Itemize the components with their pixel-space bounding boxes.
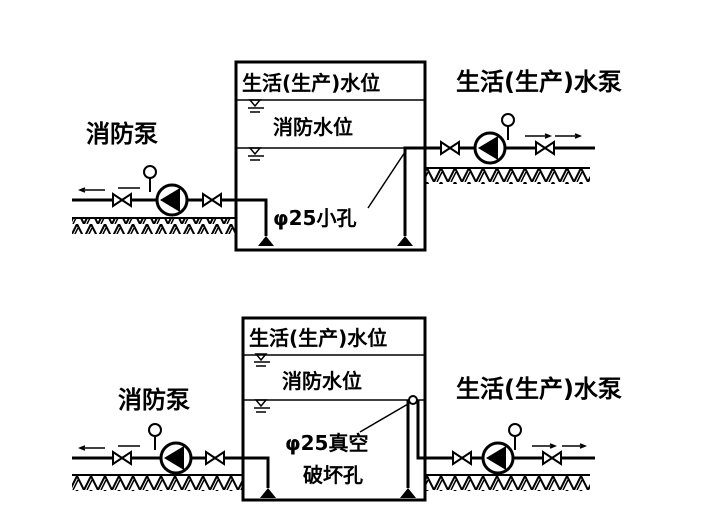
fire-pump-label: 消防泵 [118, 386, 190, 414]
flow-arrow-icon [532, 443, 588, 449]
fire-level-label: 消防水位 [273, 115, 353, 139]
bottom-diagram: 生活(生产)水位 消防水位 消防泵 生活(生产)水泵 φ25真空 破坏孔 [72, 316, 622, 502]
hole-label: φ25小孔 [273, 206, 356, 230]
fire-pump-icon [159, 441, 193, 475]
domestic-pump-icon [473, 131, 507, 165]
fire-pump-label: 消防泵 [86, 120, 158, 148]
fire-pump-icon [155, 183, 189, 217]
domestic-level-label: 生活(生产)水位 [249, 326, 387, 350]
vacuum-break-hole-icon [408, 395, 418, 405]
fire-suction-pipe [72, 198, 268, 236]
domestic-suction-pipe [403, 146, 595, 236]
domestic-level-label: 生活(生产)水位 [242, 71, 380, 95]
flow-arrow-icon [525, 133, 583, 139]
domestic-pump-label: 生活(生产)水泵 [456, 68, 622, 96]
water-tank [234, 60, 427, 252]
ground [72, 218, 236, 234]
flow-arrow-icon [77, 445, 140, 451]
domestic-pump-label: 生活(生产)水泵 [456, 375, 622, 403]
domestic-pump-icon [481, 441, 515, 475]
hole-label-line1: φ25真空 [285, 431, 368, 455]
fire-suction-pipe [72, 456, 270, 488]
hole-label-line2: 破坏孔 [303, 463, 363, 487]
fire-level-label: 消防水位 [282, 369, 362, 393]
flow-arrow-icon [77, 187, 140, 193]
top-diagram: 生活(生产)水位 消防水位 消防泵 生活(生产)水泵 φ25小孔 [72, 60, 622, 252]
water-tank [241, 316, 427, 502]
domestic-suction-pipe [406, 400, 595, 488]
